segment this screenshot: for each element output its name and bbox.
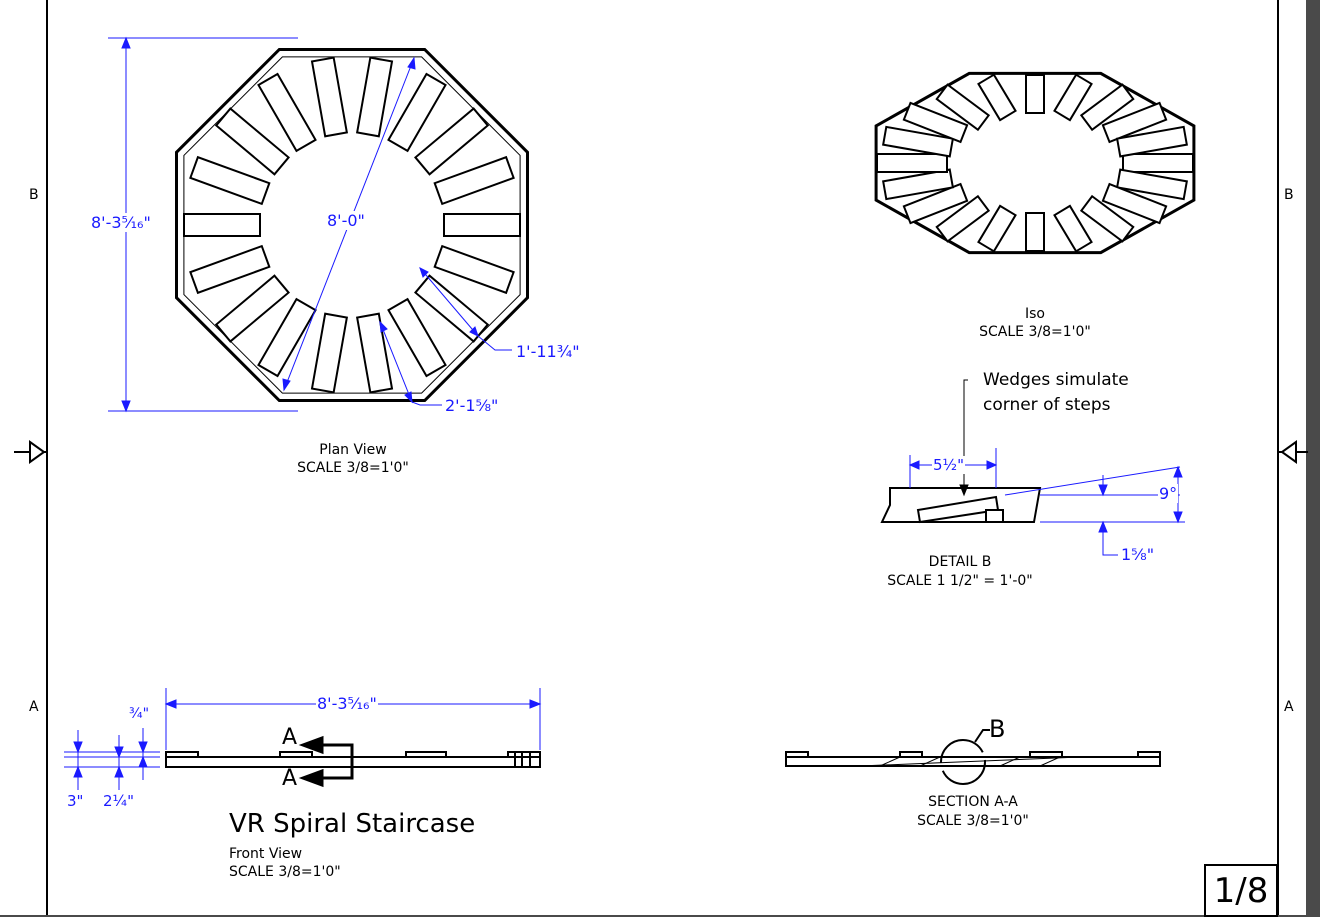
iso-step [1025,74,1045,114]
iso-view-caption: Iso [1025,306,1045,322]
sheet-number: 1/8 [1204,864,1278,917]
detail-b-note-line1: Wedges simulate [983,370,1129,390]
plan-step [355,56,394,138]
iso-step [902,182,969,225]
plan-step [189,244,271,295]
detail-b-angle-dimension: 9° [1158,484,1179,503]
right-center-marker [1278,440,1308,464]
plan-octagon-inner [183,56,521,394]
iso-step [935,194,991,243]
iso-step [1079,194,1135,243]
plan-step [413,274,490,343]
detail-b-scale: SCALE 1 1/2" = 1'-0" [887,573,1033,589]
plan-step [183,213,261,237]
iso-step [1115,168,1188,201]
left-center-marker [14,440,47,464]
front-top-thickness-dimension: ¾" [129,706,150,722]
plan-step [355,312,394,394]
plan-step [387,297,447,378]
zone-label-left-a: A [29,699,39,715]
zone-label-right-b: B [1284,187,1294,203]
plan-view-caption: Plan View [319,442,387,458]
plan-diameter-dimension: 8'-0" [326,211,366,230]
iso-step [1025,212,1045,252]
front-view-caption: Front View [229,846,303,862]
detail-b-thickness-dimension: 1⅝" [1120,545,1156,564]
iso-step [1115,125,1188,158]
plan-step [413,107,490,176]
section-label-a-top: A [282,725,298,750]
iso-step [935,83,991,132]
iso-step [1122,153,1194,173]
front-width-dimension: 8'-3⁵⁄₁₆" [316,694,378,713]
front-view-scale: SCALE 3/8=1'0" [229,864,341,880]
iso-view-scale: SCALE 3/8=1'0" [979,324,1091,340]
front-mid-dimension: 2¼" [103,792,134,810]
iso-step [882,125,955,158]
iso-step [1101,182,1168,225]
plan-dimension-lines [108,36,512,413]
section-aa-drawing [785,751,1161,767]
section-aa-scale: SCALE 3/8=1'0" [917,813,1029,829]
section-aa-caption: SECTION A-A [928,794,1018,810]
iso-step [876,153,948,173]
plan-step [214,274,291,343]
iso-view-drawing [874,71,1196,255]
plan-step [433,244,515,295]
zone-label-left-b: B [29,187,39,203]
iso-step [1053,204,1093,253]
plan-view-scale: SCALE 3/8=1'0" [297,460,409,476]
detail-b-drawing [880,379,1042,524]
plan-step [189,155,271,206]
plan-step-length-dimension: 1'-11¾" [515,342,581,361]
drawing-title: VR Spiral Staircase [229,809,476,839]
zone-label-right-a: A [1284,699,1294,715]
detail-b-note-line2: corner of steps [983,395,1111,415]
plan-step [257,72,317,153]
plan-step [257,297,317,378]
section-label-a-bottom: A [282,766,298,791]
plan-height-dimension: 8'-3⁵⁄₁₆" [90,213,152,232]
plan-step [310,56,349,138]
plan-step [433,155,515,206]
iso-frame [874,71,1196,255]
plan-step [387,72,447,153]
detail-b-wedge-dimension: 5½" [932,456,965,474]
iso-step [1053,73,1093,122]
front-total-height-dimension: 3" [67,792,84,810]
iso-step [882,168,955,201]
iso-step [1079,83,1135,132]
iso-step [977,73,1017,122]
detail-b-caption: DETAIL B [928,554,992,570]
plan-step [310,312,349,394]
plan-step [214,107,291,176]
plan-step [443,213,521,237]
section-cut-arrows [298,735,354,788]
detail-b-dimension-lines [908,448,1185,556]
iso-step [977,204,1017,253]
plan-side-dimension: 2'-1⅝" [444,396,500,415]
iso-step [1101,101,1168,144]
detail-b-callout-circle [940,729,990,785]
detail-b-callout-label: B [989,715,1006,743]
iso-step [902,101,969,144]
